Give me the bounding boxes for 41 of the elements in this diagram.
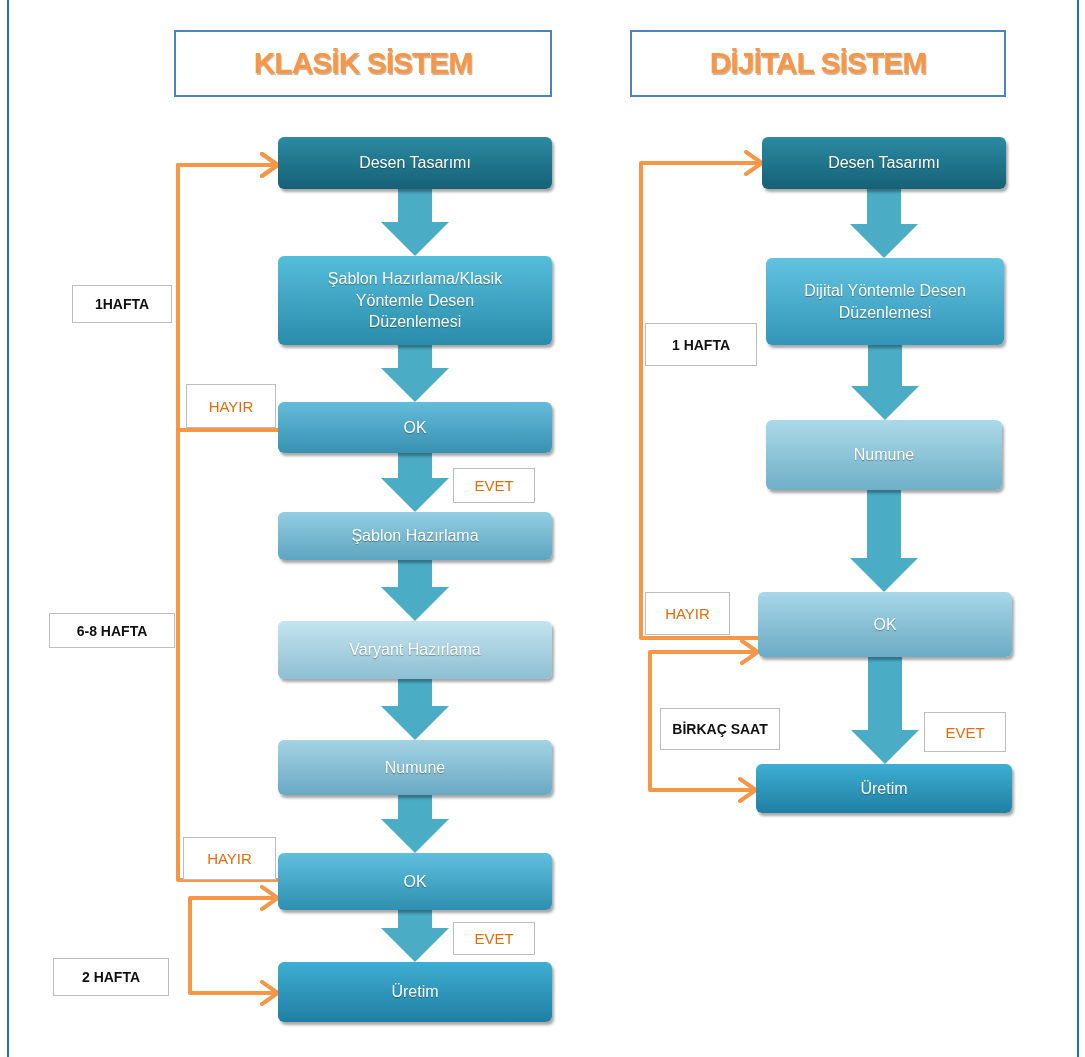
process-box: OK (278, 402, 552, 453)
duration-label: 1HAFTA (72, 285, 172, 323)
block-arrow (851, 657, 919, 764)
duration-label: 2 HAFTA (53, 958, 169, 996)
edge-label: HAYIR (183, 837, 276, 880)
heading-box: KLASİK SİSTEM (174, 30, 552, 97)
process-box: Varyant Hazırlama (278, 621, 552, 679)
process-box: Şablon Hazırlama (278, 512, 552, 560)
process-box: Desen Tasarımı (762, 137, 1006, 189)
feedback-arrow (639, 150, 764, 640)
block-arrow (850, 490, 918, 592)
process-box: Desen Tasarımı (278, 137, 552, 189)
block-arrow (850, 189, 918, 258)
feedback-arrow (188, 885, 280, 1006)
feedback-arrow (176, 152, 280, 882)
duration-label: 1 HAFTA (645, 323, 757, 366)
block-arrow (381, 189, 449, 256)
process-box: Üretim (756, 764, 1012, 813)
block-arrow (381, 910, 449, 962)
process-box: OK (758, 592, 1012, 657)
block-arrow (381, 453, 449, 512)
process-box: Numune (278, 740, 552, 795)
block-arrow (381, 679, 449, 740)
duration-label: BİRKAÇ SAAT (660, 708, 780, 750)
block-arrow (381, 345, 449, 402)
edge-label: EVET (453, 922, 535, 955)
edge-label: HAYIR (645, 592, 730, 635)
edge-label: HAYIR (186, 384, 276, 428)
process-box: Numune (766, 420, 1002, 490)
feedback-arrow (648, 639, 760, 803)
block-arrow (381, 560, 449, 621)
process-box: Şablon Hazırlama/Klasik Yöntemle Desen Düzenlemesi (278, 256, 552, 345)
edge-label: EVET (924, 712, 1006, 752)
process-box: Üretim (278, 962, 552, 1022)
block-arrow (381, 795, 449, 853)
duration-label: 6-8 HAFTA (49, 613, 175, 648)
heading-box: DİJİTAL SİSTEM (630, 30, 1006, 97)
process-box: OK (278, 853, 552, 910)
edge-label: EVET (453, 468, 535, 503)
process-box: Dijital Yöntemle Desen Düzenlemesi (766, 258, 1004, 345)
block-arrow (851, 345, 919, 420)
